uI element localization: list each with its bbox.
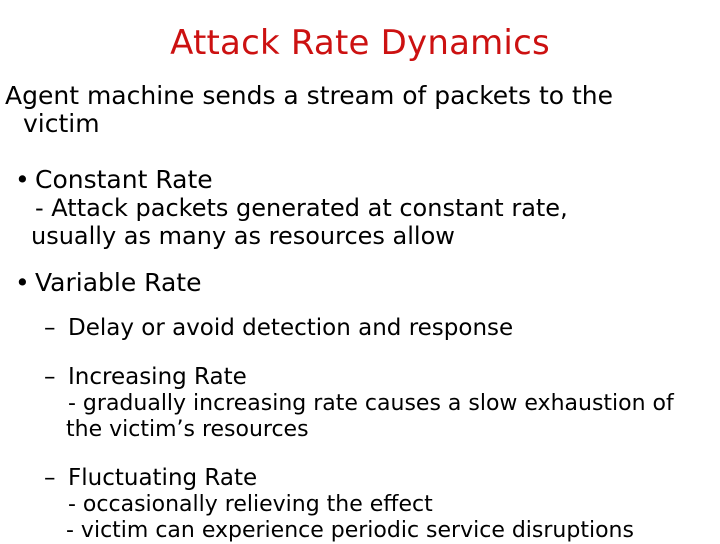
spacer [0, 250, 720, 268]
sub-bullet-increasing-rate-label: Increasing Rate [68, 364, 247, 390]
spacer [0, 153, 720, 165]
slide-body: Agent machine sends a stream of packets … [0, 82, 720, 544]
dash-bullet-icon: – [44, 315, 56, 341]
constant-rate-detail: - Attack packets generated at constant r… [0, 194, 720, 250]
sub-bullet-delay-avoid: – Delay or avoid detection and response [0, 315, 720, 342]
sub-bullet-delay-avoid-label: Delay or avoid detection and response [68, 315, 514, 341]
bullet-constant-rate-label: Constant Rate [35, 165, 213, 194]
sub-bullet-fluctuating-rate: – Fluctuating Rate [0, 465, 720, 492]
intro-paragraph: Agent machine sends a stream of packets … [0, 82, 720, 138]
sub-bullet-increasing-rate: – Increasing Rate [0, 364, 720, 391]
spacer [0, 342, 720, 364]
constant-rate-detail-line-1: - Attack packets generated at constant r… [35, 194, 568, 222]
bullet-variable-rate: • Variable Rate [0, 268, 720, 297]
page-title: Attack Rate Dynamics [170, 23, 550, 63]
fluctuating-rate-detail: - occasionally relieving the effect - vi… [0, 492, 720, 544]
constant-rate-detail-line-2: usually as many as resources allow [31, 222, 455, 250]
spacer [0, 297, 720, 315]
increasing-rate-detail-line-1: - gradually increasing rate causes a slo… [68, 391, 674, 416]
dash-bullet-icon: – [44, 364, 56, 390]
intro-line-1: Agent machine sends a stream of packets … [5, 81, 614, 110]
bullet-constant-rate: • Constant Rate [0, 165, 720, 194]
fluctuating-rate-detail-line-1: - occasionally relieving the effect [68, 492, 433, 517]
bullet-dot-icon: • [15, 268, 30, 297]
fluctuating-rate-detail-line-2: - victim can experience periodic service… [66, 518, 634, 543]
bullet-dot-icon: • [15, 165, 30, 194]
spacer [0, 443, 720, 465]
intro-line-2: victim [23, 109, 100, 138]
increasing-rate-detail: - gradually increasing rate causes a slo… [0, 391, 720, 443]
dash-bullet-icon: – [44, 465, 56, 491]
sub-bullet-fluctuating-rate-label: Fluctuating Rate [68, 465, 258, 491]
increasing-rate-detail-line-2: the victim’s resources [66, 417, 309, 442]
bullet-variable-rate-label: Variable Rate [35, 268, 202, 297]
